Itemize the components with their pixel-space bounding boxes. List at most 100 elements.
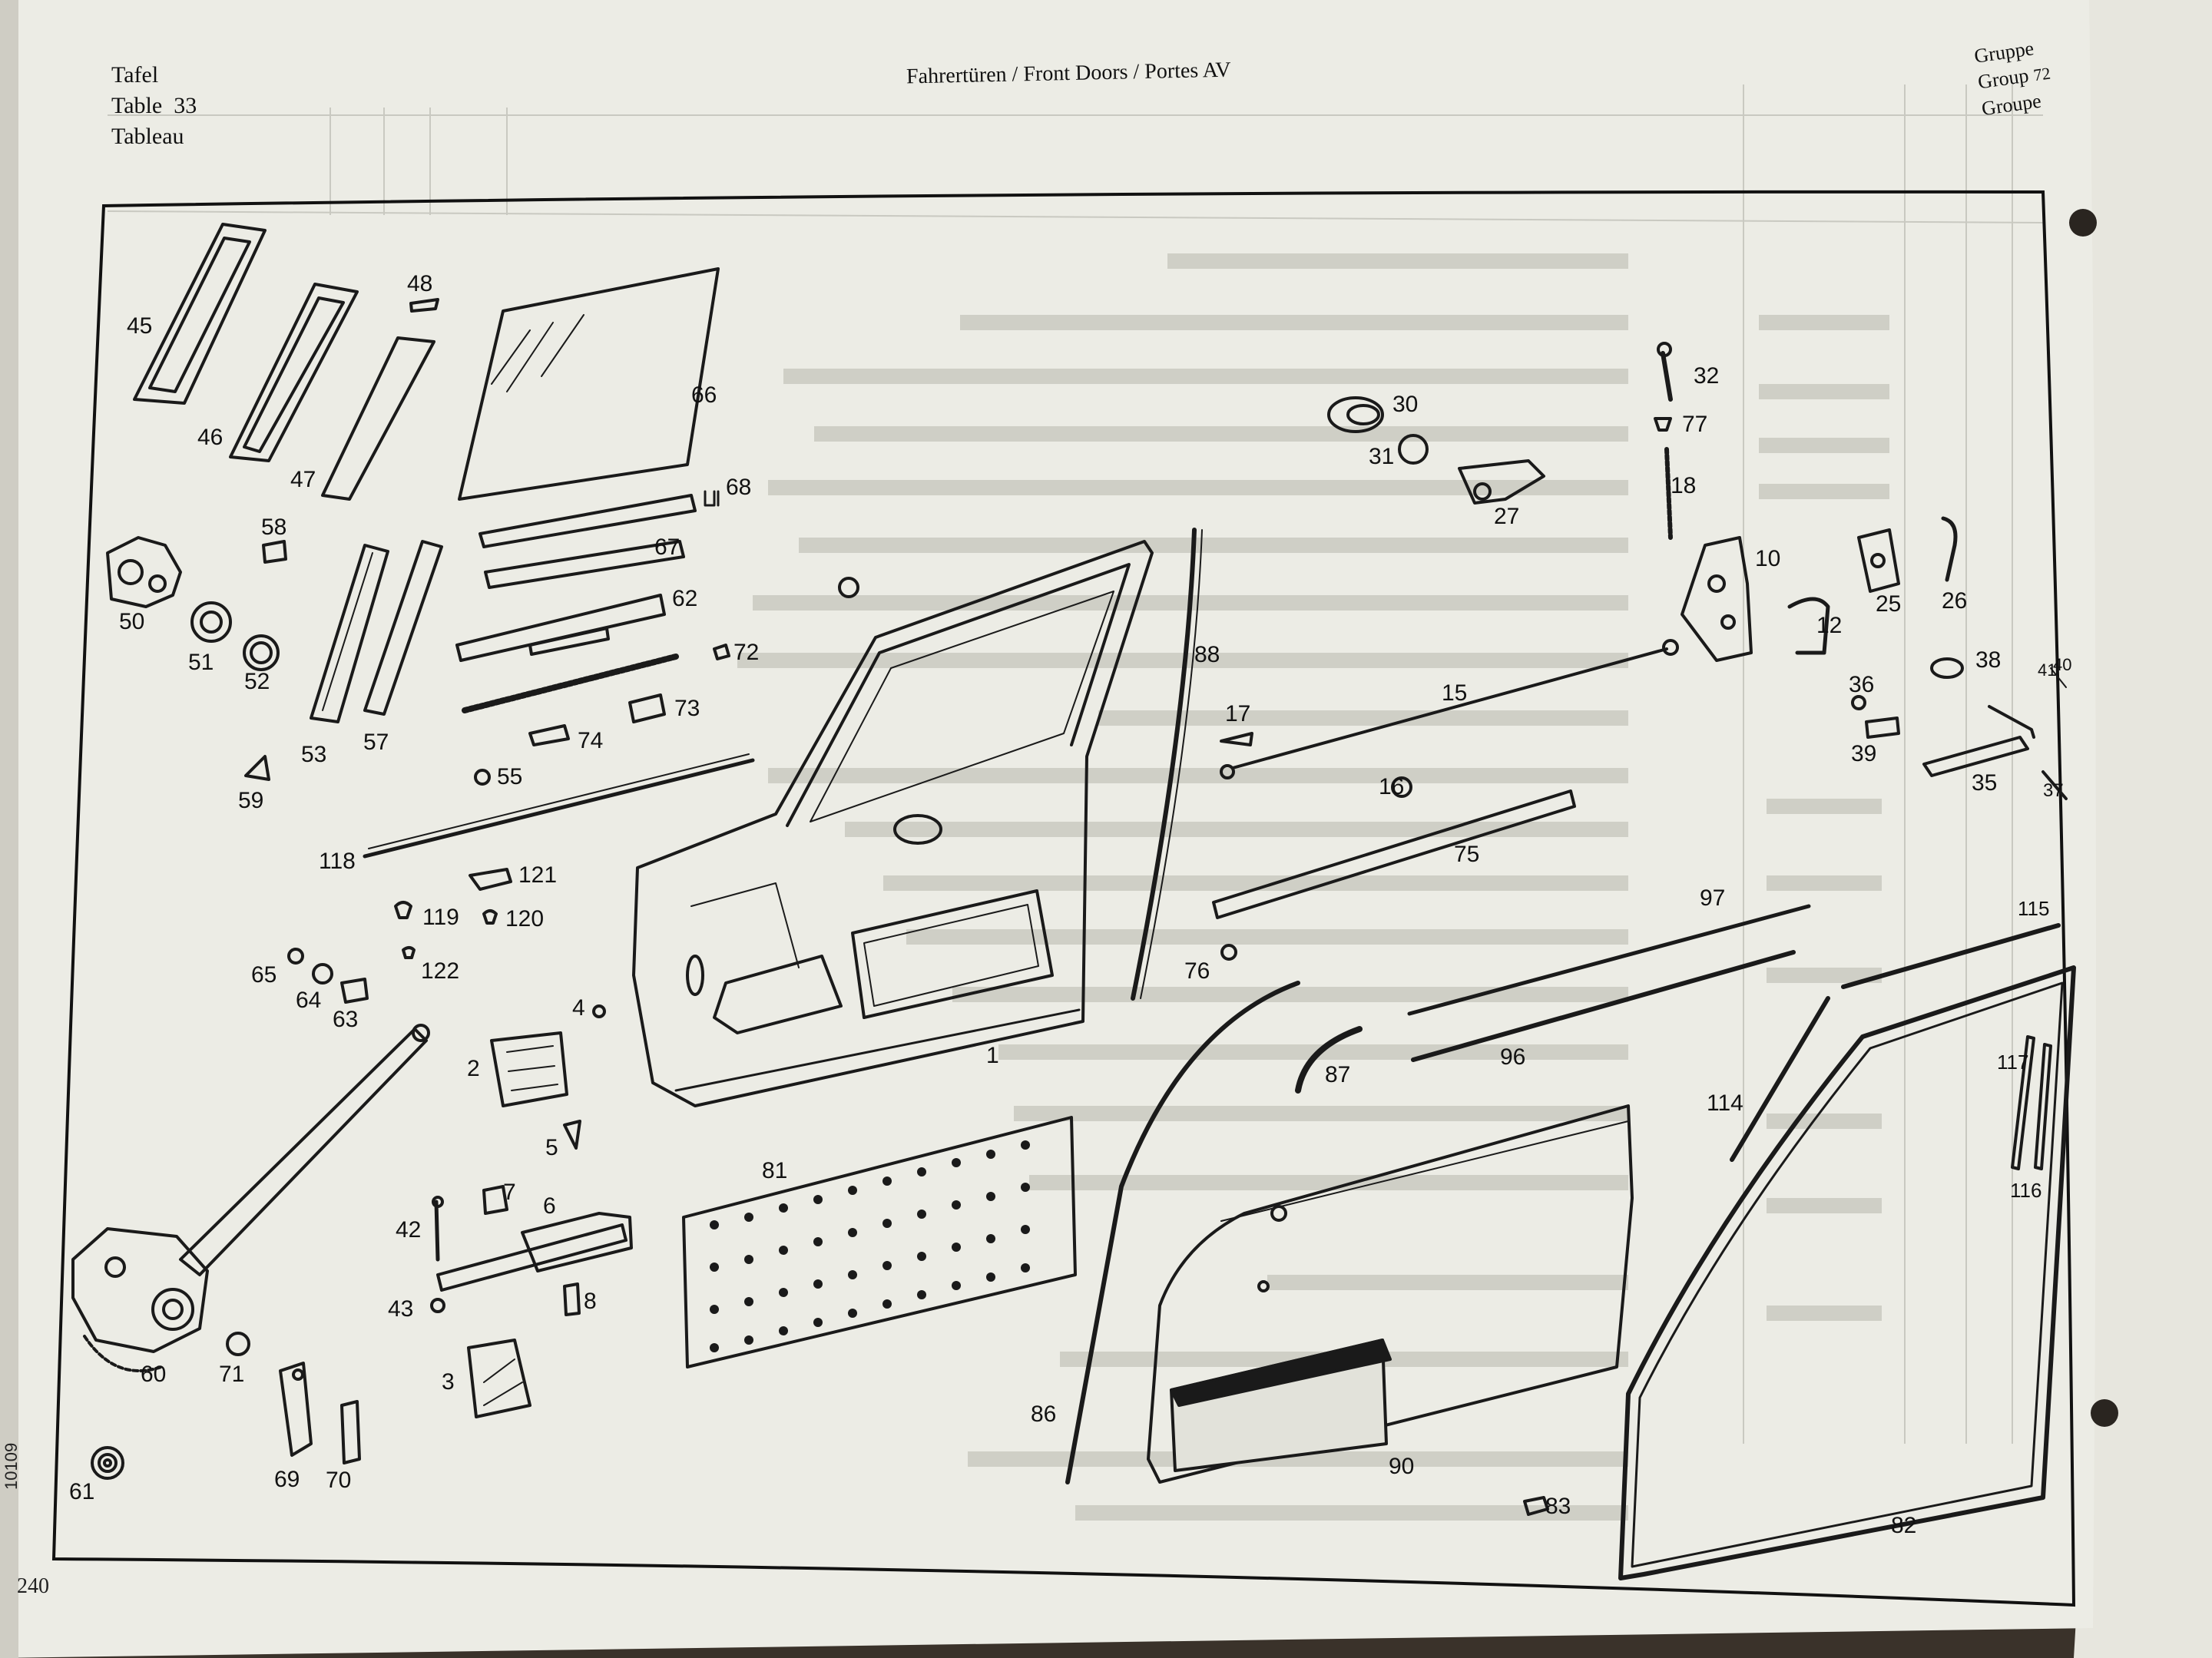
callout-40: 40 (2053, 655, 2072, 674)
callout-87: 87 (1325, 1062, 1351, 1087)
part-10-door-lock (1681, 536, 1753, 662)
table-label-fr: Tableau (111, 124, 184, 149)
callout-60: 60 (141, 1362, 167, 1387)
callout-32: 32 (1694, 363, 1720, 389)
callout-121: 121 (518, 862, 558, 888)
callout-76: 76 (1184, 958, 1210, 984)
callout-118: 118 (319, 849, 356, 874)
callout-15: 15 (1442, 680, 1468, 706)
callout-46: 46 (197, 425, 224, 450)
callout-115: 115 (2018, 897, 2050, 920)
callout-37: 37 (2043, 780, 2064, 801)
callout-7: 7 (503, 1180, 516, 1205)
table-label-en: Table 33 (111, 93, 197, 118)
callout-41: 41 (2038, 660, 2057, 680)
callout-52: 52 (244, 669, 270, 694)
part-60-window-regulator (71, 1227, 209, 1353)
part-66-door-glass (458, 267, 720, 501)
callout-75: 75 (1454, 842, 1480, 867)
callout-25: 25 (1876, 591, 1902, 617)
callout-1: 1 (986, 1043, 999, 1068)
callout-57: 57 (363, 730, 389, 755)
callout-74: 74 (578, 728, 604, 753)
part-62-lift-channel (455, 594, 666, 662)
callout-30: 30 (1392, 392, 1419, 417)
callout-77: 77 (1682, 412, 1708, 437)
callout-38: 38 (1975, 647, 2002, 673)
part-82-door-frame-seal (1618, 965, 2076, 1580)
table-label-de: Tafel (111, 62, 159, 88)
bleed-through-table (107, 84, 2044, 1444)
callout-81: 81 (762, 1158, 788, 1183)
part-45-vent-frame (133, 223, 267, 405)
callout-50: 50 (119, 609, 145, 634)
part-51-pulley (190, 601, 232, 643)
part-118-rod (363, 758, 755, 859)
page-curl-right (2066, 0, 2212, 1658)
callout-69: 69 (274, 1467, 300, 1492)
callout-64: 64 (296, 988, 322, 1013)
callout-88: 88 (1194, 642, 1220, 667)
exploded-parts-drawing (71, 223, 2076, 1580)
part-75-trim-strip (1212, 789, 1576, 919)
callout-68: 68 (726, 475, 752, 500)
callout-82: 82 (1891, 1513, 1917, 1538)
callout-53: 53 (301, 742, 327, 767)
callout-62: 62 (672, 586, 698, 611)
callout-47: 47 (290, 467, 316, 492)
part-1-door-shell (632, 540, 1154, 1107)
callout-63: 63 (333, 1007, 359, 1032)
binder-hole (2091, 1399, 2118, 1427)
callout-2: 2 (467, 1056, 480, 1081)
binder-hole (2069, 209, 2097, 237)
callout-90: 90 (1389, 1454, 1415, 1479)
callout-12: 12 (1816, 613, 1843, 638)
part-86-door-seal (1065, 981, 1300, 1484)
table-number: 33 (174, 93, 197, 118)
part-48-clip (409, 298, 439, 313)
callout-71: 71 (219, 1362, 245, 1387)
callout-97: 97 (1700, 885, 1726, 911)
page-number: 240 (17, 1574, 49, 1598)
table-label-block: Tafel Table 33 Tableau (111, 60, 197, 152)
callout-122: 122 (421, 958, 460, 984)
callout-51: 51 (188, 650, 214, 675)
part-81-insulation-panel (682, 1116, 1077, 1368)
callout-4: 4 (572, 995, 585, 1021)
callout-119: 119 (422, 905, 459, 930)
callout-18: 18 (1671, 473, 1697, 498)
part-47-vent-glass (321, 336, 435, 501)
callout-3: 3 (442, 1369, 455, 1395)
part-53-guide-rail (310, 544, 389, 723)
callout-65: 65 (251, 962, 277, 988)
part-90-door-trim-panel (1147, 1104, 1634, 1484)
callout-72: 72 (733, 640, 760, 665)
group-number: 72 (2032, 63, 2052, 85)
part-88-weatherstrip (1131, 528, 1197, 1001)
callout-117: 117 (1997, 1051, 2029, 1074)
callout-43: 43 (388, 1296, 414, 1322)
callout-42: 42 (396, 1217, 422, 1243)
callout-48: 48 (407, 271, 433, 296)
part-2-hinge (490, 1031, 568, 1107)
part-50-bracket (106, 536, 182, 608)
bleed-through-text (737, 253, 1889, 1521)
callout-35: 35 (1972, 770, 1998, 796)
callout-116: 116 (2010, 1179, 2042, 1202)
callout-61: 61 (69, 1479, 95, 1504)
callout-55: 55 (497, 764, 523, 789)
callout-31: 31 (1369, 444, 1395, 469)
callout-16: 16 (1379, 774, 1405, 799)
callout-114: 114 (1707, 1090, 1743, 1116)
callout-59: 59 (238, 788, 264, 813)
callout-36: 36 (1849, 672, 1875, 697)
part-57-guide-rail (363, 540, 443, 716)
part-52-ring (243, 634, 280, 671)
callout-70: 70 (326, 1468, 352, 1493)
group-label-block: Gruppe Group 72 Groupe (1972, 34, 2055, 122)
part-3-hinge (467, 1339, 531, 1418)
diagram-frame (51, 190, 2076, 1607)
part-46-vent-frame (229, 283, 359, 462)
callout-58: 58 (261, 515, 287, 540)
